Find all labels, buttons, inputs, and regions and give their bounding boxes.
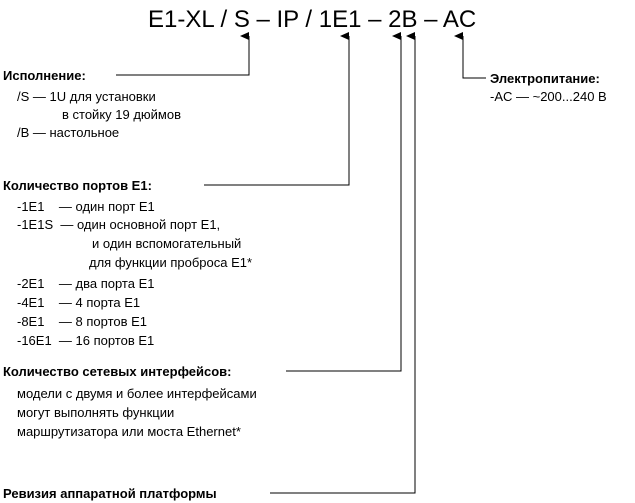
network-connector: [286, 32, 402, 372]
ports-line-2: -1E1S — один основной порт Е1,: [17, 217, 221, 232]
ports-line-4: для функции проброса Е1*: [89, 255, 253, 270]
revision-title: Ревизия аппаратной платформы: [3, 486, 217, 501]
network-line-1: модели с двумя и более интерфейсами: [17, 386, 257, 401]
ports-connector: [204, 32, 350, 186]
execution-connector: [116, 32, 250, 76]
power-line-1: -AC — ~200...240 В: [490, 89, 607, 104]
execution-line-3: /В — настольное: [17, 125, 120, 140]
execution-title: Исполнение:: [3, 68, 86, 83]
ports-line-8: -16E1 — 16 портов Е1: [17, 333, 155, 348]
ports-line-6: -4E1 — 4 порта Е1: [17, 295, 141, 310]
network-line-3: маршрутизатора или моста Ethernet*: [17, 424, 241, 439]
execution-line-2: в стойку 19 дюймов: [62, 107, 182, 122]
ports-line-5: -2E1 — два порта Е1: [17, 276, 155, 291]
power-title: Электропитание:: [490, 71, 600, 86]
execution-line-1: /S — 1U для установки: [17, 89, 156, 104]
model-code: E1-XL / S – IP / 1E1 – 2B – AC: [148, 6, 477, 33]
revision-connector: [270, 32, 416, 494]
ports-line-1: -1E1 — один порт Е1: [17, 199, 155, 214]
network-title: Количество сетевых интерфейсов:: [3, 364, 232, 379]
ports-title: Количество портов Е1:: [3, 178, 152, 193]
power-connector: [454, 32, 486, 79]
network-line-2: могут выполнять функции: [17, 405, 175, 420]
ports-line-3: и один вспомогательный: [92, 236, 242, 251]
ports-line-7: -8E1 — 8 портов Е1: [17, 314, 148, 329]
